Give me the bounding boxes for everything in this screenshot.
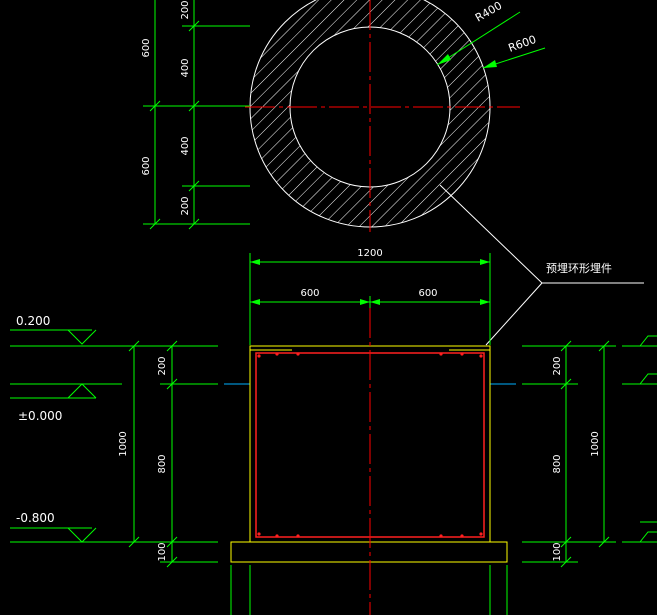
width-total-label: 1200 <box>357 248 382 259</box>
footing-extension-lines <box>230 565 508 615</box>
level-marker-0000 <box>10 383 122 399</box>
section-view: 1200 600 600 <box>118 248 657 615</box>
rebar-dots <box>257 352 483 538</box>
left-dim-mid: 800 <box>157 454 168 473</box>
level-label-0000: ±0.000 <box>18 409 62 423</box>
plan-dim-outer-bottom: 600 <box>141 156 152 175</box>
outer-radius-arrow <box>483 60 497 68</box>
callout-label: 预埋环形埋件 <box>546 262 612 275</box>
callout-leader <box>439 184 644 284</box>
plan-dim-inner-2: 400 <box>180 58 191 77</box>
inner-radius-arrow <box>437 54 451 65</box>
left-dim-total: 1000 <box>118 431 129 456</box>
level-marker-0200 <box>10 329 122 347</box>
plan-dim-inner-3: 400 <box>180 136 191 155</box>
section-right-dimensions <box>522 340 616 568</box>
plan-view: R400 R600 600 600 200 400 400 200 <box>141 0 546 232</box>
right-dim-top: 200 <box>552 356 563 375</box>
left-dim-bottom: 100 <box>157 542 168 561</box>
right-level-marks <box>622 335 657 543</box>
level-markers: 0.200 ±0.000 -0.800 <box>10 314 122 543</box>
plan-dim-inner-4: 200 <box>180 196 191 215</box>
right-dim-total: 1000 <box>590 431 601 456</box>
width-dimension-lines <box>249 253 491 345</box>
width-right-label: 600 <box>418 288 437 299</box>
level-label-0800: -0.800 <box>16 511 55 525</box>
plan-dim-outer-top: 600 <box>141 38 152 57</box>
right-dim-mid: 800 <box>552 454 563 473</box>
right-dim-bottom: 100 <box>552 542 563 561</box>
inner-radius-leader <box>436 11 521 66</box>
inner-radius-label: R400 <box>473 0 504 25</box>
callout-leader-lower <box>485 282 543 346</box>
section-left-dimensions <box>122 340 218 568</box>
plan-dimension-chains <box>143 0 250 230</box>
level-marker-0800 <box>10 527 122 543</box>
footing-outline <box>230 541 508 563</box>
embedded-part-callout: 预埋环形埋件 <box>439 184 644 346</box>
level-label-0200: 0.200 <box>16 314 50 328</box>
left-dim-top: 200 <box>157 356 168 375</box>
plan-dim-inner-1: 200 <box>180 0 191 19</box>
width-left-label: 600 <box>300 288 319 299</box>
